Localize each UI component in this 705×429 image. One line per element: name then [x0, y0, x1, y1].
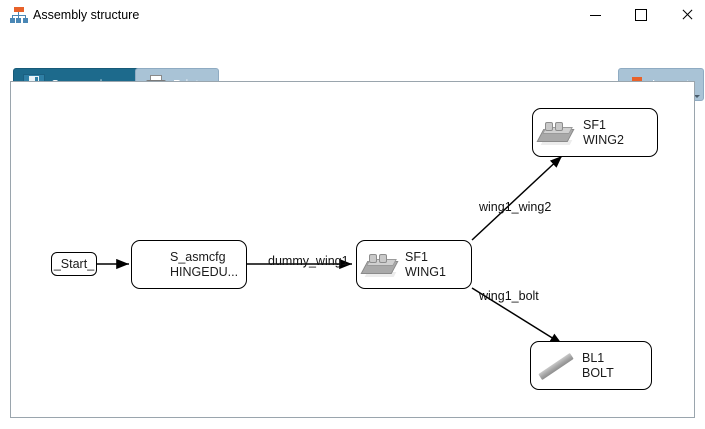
graph-node-wing2-line2: WING2	[583, 132, 624, 147]
toolbar: Save as image... Print... Layout	[0, 30, 705, 101]
graph-node-wing1-line2: WING1	[405, 264, 446, 279]
graph-node-wing2[interactable]: SF1 WING2	[532, 108, 658, 157]
title-bar: Assembly structure	[0, 0, 705, 30]
graph-node-wing2-line1: SF1	[583, 117, 606, 132]
edge-label-dummy-wing1: dummy_wing1	[268, 254, 349, 268]
surface-icon	[360, 252, 399, 278]
graph-node-start-label: _Start_	[53, 256, 95, 271]
graph-node-wing1-line1: SF1	[405, 249, 428, 264]
close-icon	[681, 9, 693, 21]
diagram-canvas[interactable]: _Start_ S_asmcfg HINGEDU... SF1 WING1	[10, 81, 695, 418]
edge-label-wing1-bolt: wing1_bolt	[479, 289, 539, 303]
minimize-icon	[589, 14, 601, 16]
edge-wing1-to-bolt	[471, 287, 563, 345]
window-title: Assembly structure	[33, 8, 140, 22]
graph-node-start[interactable]: _Start_	[51, 252, 97, 276]
chevron-down-icon[interactable]	[693, 95, 700, 98]
surface-icon	[536, 120, 575, 146]
minimize-button[interactable]	[572, 0, 618, 30]
graph-node-bolt[interactable]: BL1 BOLT	[530, 341, 652, 390]
maximize-icon	[635, 9, 647, 21]
edge-wing1-to-wing2	[471, 155, 563, 241]
graph-node-asmcfg[interactable]: S_asmcfg HINGEDU...	[131, 240, 247, 289]
graph-node-wing1[interactable]: SF1 WING1	[356, 240, 472, 289]
bolt-icon	[538, 351, 576, 381]
maximize-button[interactable]	[618, 0, 664, 30]
graph-node-bolt-line1: BL1	[582, 350, 605, 365]
close-button[interactable]	[664, 0, 705, 30]
edge-label-wing1-wing2: wing1_wing2	[479, 200, 552, 214]
graph-node-bolt-line2: BOLT	[582, 365, 614, 380]
graph-node-asmcfg-line1: S_asmcfg	[170, 249, 226, 264]
graph-node-asmcfg-line2: HINGEDU...	[170, 264, 239, 279]
edge-layer	[97, 155, 563, 345]
